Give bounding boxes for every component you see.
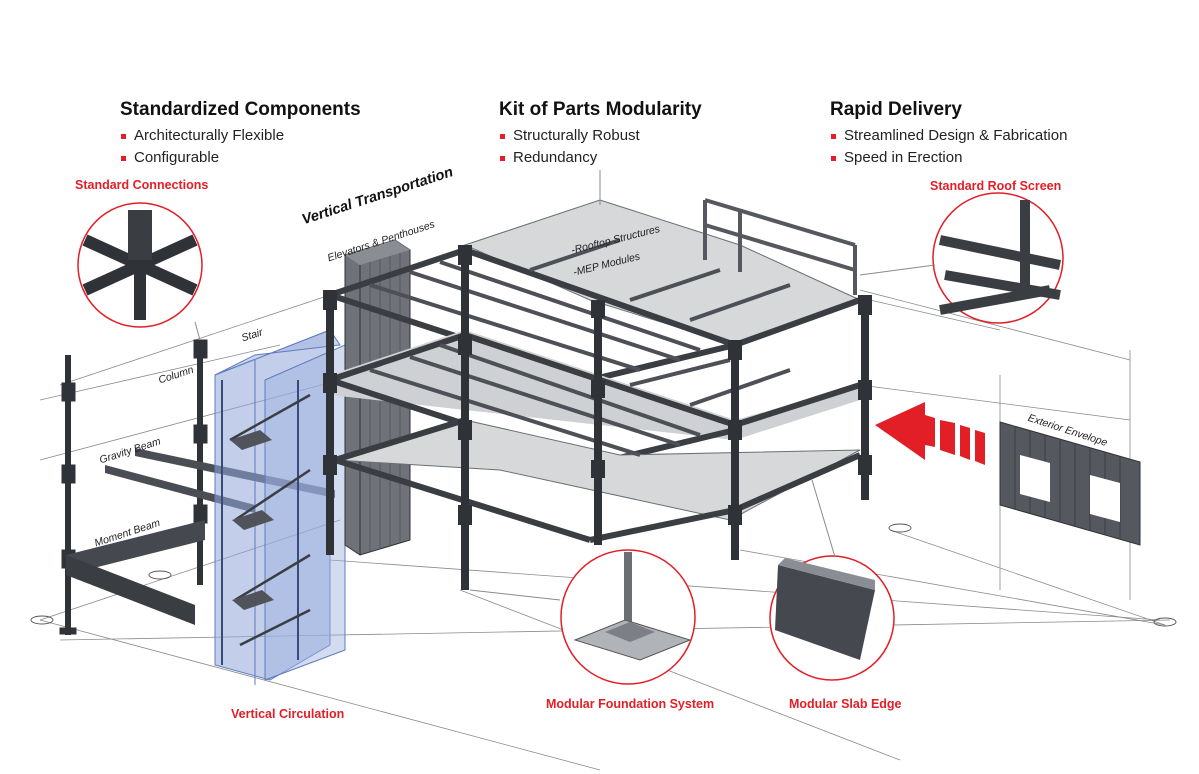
header-title: Standardized Components — [120, 99, 361, 120]
bullet-item: Structurally Robust — [499, 125, 702, 147]
header-rapid-delivery: Rapid Delivery Streamlined Design & Fabr… — [830, 99, 1067, 169]
callout-roof-screen — [859, 192, 1064, 324]
bullet-item: Speed in Erection — [830, 147, 1067, 169]
header-standardized-components: Standardized Components Architecturally … — [120, 99, 361, 169]
label-modular-slab-edge: Modular Slab Edge — [789, 697, 902, 711]
header-kit-of-parts: Kit of Parts Modularity Structurally Rob… — [499, 99, 702, 169]
header-title: Kit of Parts Modularity — [499, 99, 702, 120]
bullet-list: Architecturally Flexible Configurable — [120, 125, 361, 169]
callout-slab-edge — [769, 479, 895, 681]
main-structure — [323, 170, 872, 590]
bullet-item: Configurable — [120, 147, 361, 169]
bullet-item: Streamlined Design & Fabrication — [830, 125, 1067, 147]
label-standard-connections: Standard Connections — [75, 178, 209, 192]
stair-enclosure — [214, 329, 346, 685]
callout-connections — [77, 202, 203, 341]
bullet-list: Structurally Robust Redundancy — [499, 125, 702, 169]
label-modular-foundation: Modular Foundation System — [546, 697, 715, 711]
bullet-list: Streamlined Design & Fabrication Speed i… — [830, 125, 1067, 169]
bullet-item: Architecturally Flexible — [120, 125, 361, 147]
ground-markers — [30, 523, 1177, 627]
label-vertical-circulation: Vertical Circulation — [231, 707, 345, 721]
callout-foundation — [469, 549, 696, 685]
header-title: Rapid Delivery — [830, 99, 962, 120]
exterior-envelope — [999, 421, 1141, 546]
red-arrow — [875, 402, 985, 465]
bullet-item: Redundancy — [499, 147, 702, 169]
label-standard-roof-screen: Standard Roof Screen — [930, 179, 1062, 193]
